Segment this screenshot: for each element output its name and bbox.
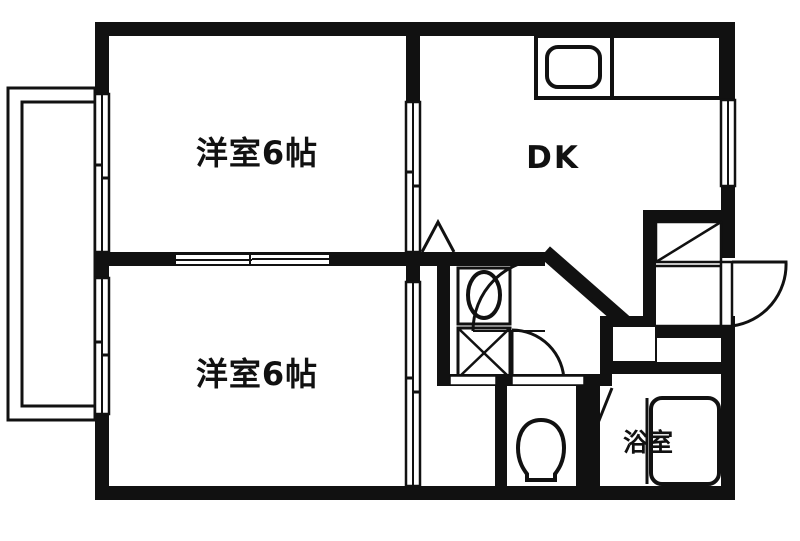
bedroom-upper-text: 洋室6帖 — [196, 134, 318, 172]
dk-text: DK — [526, 140, 580, 176]
room-label-bedroom-lower: 洋室6帖 — [196, 355, 318, 393]
balcony — [6, 86, 97, 422]
sliding-window-lower — [93, 276, 111, 416]
entrance-area — [643, 210, 788, 338]
closet-sliding-door — [174, 253, 331, 266]
entrance-door[interactable] — [719, 260, 788, 328]
bedroom-lower-text: 洋室6帖 — [196, 355, 318, 393]
washing-machine-space — [456, 326, 512, 380]
hall-walls — [600, 316, 735, 374]
bedroom-dk-door-lower — [404, 280, 422, 488]
bathroom-text: 浴室 — [623, 428, 673, 457]
washbasin — [456, 266, 512, 326]
room-label-bedroom-upper: 洋室6帖 — [196, 134, 318, 172]
toilet-bowl — [515, 417, 567, 482]
interior-wall-horizontal — [95, 252, 420, 266]
sliding-window-upper — [93, 92, 111, 254]
entrance-step — [646, 264, 723, 328]
room-label-bathroom: 浴室 — [623, 428, 673, 457]
hall-door[interactable] — [471, 257, 606, 332]
sink-basin — [545, 45, 602, 89]
bathroom-room — [588, 374, 721, 486]
bedroom-dk-door-upper — [404, 100, 422, 254]
interior-wall-vertical — [404, 22, 456, 488]
kitchen-counter — [534, 34, 723, 100]
toilet-room — [495, 386, 614, 486]
bathtub — [645, 396, 721, 486]
dk-window-right — [719, 98, 737, 188]
shoe-cabinet — [654, 220, 723, 264]
room-label-dk: DK — [526, 140, 580, 176]
